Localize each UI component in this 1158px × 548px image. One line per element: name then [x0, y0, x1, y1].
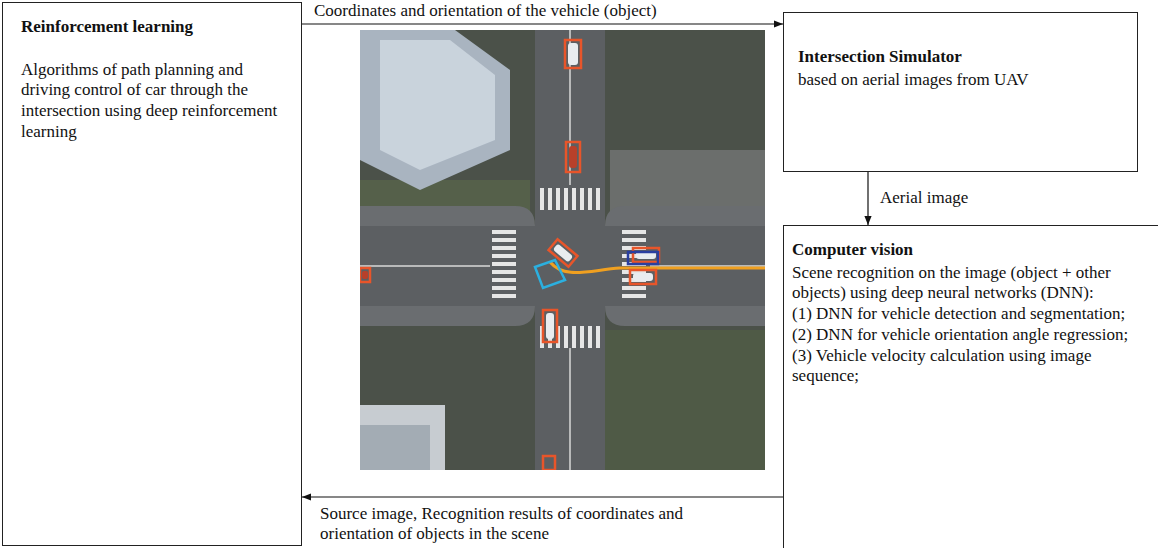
flow-arrow [867, 172, 868, 225]
aerial-photo [360, 30, 765, 470]
rl-box: Reinforcement learningAlgorithms of path… [2, 2, 302, 546]
box-text: based on aerial images from UAV [798, 70, 1038, 91]
box-heading: Intersection Simulator [798, 47, 1125, 68]
box-text: Scene recognition on the image (object +… [792, 263, 1151, 304]
box-heading: Computer vision [792, 240, 1151, 261]
edge-label: Coordinates and orientation of the vehic… [312, 1, 659, 21]
vision-box: Computer visionScene recognition on the … [783, 225, 1158, 548]
box-text: Algorithms of path planning and driving … [21, 60, 285, 143]
edge-label: Aerial image [878, 188, 970, 208]
flow-arrow [302, 496, 783, 497]
box-text: (3) Vehicle velocity calculation using i… [792, 346, 1151, 387]
box-text: (1) DNN for vehicle detection and segmen… [792, 304, 1151, 325]
simulator-box: Intersection Simulatorbased on aerial im… [783, 12, 1138, 172]
flow-arrow [302, 23, 783, 24]
box-text: (2) DNN for vehicle orientation angle re… [792, 325, 1151, 346]
box-heading: Reinforcement learning [21, 17, 285, 38]
edge-label: Source image, Recognition results of coo… [318, 504, 762, 545]
